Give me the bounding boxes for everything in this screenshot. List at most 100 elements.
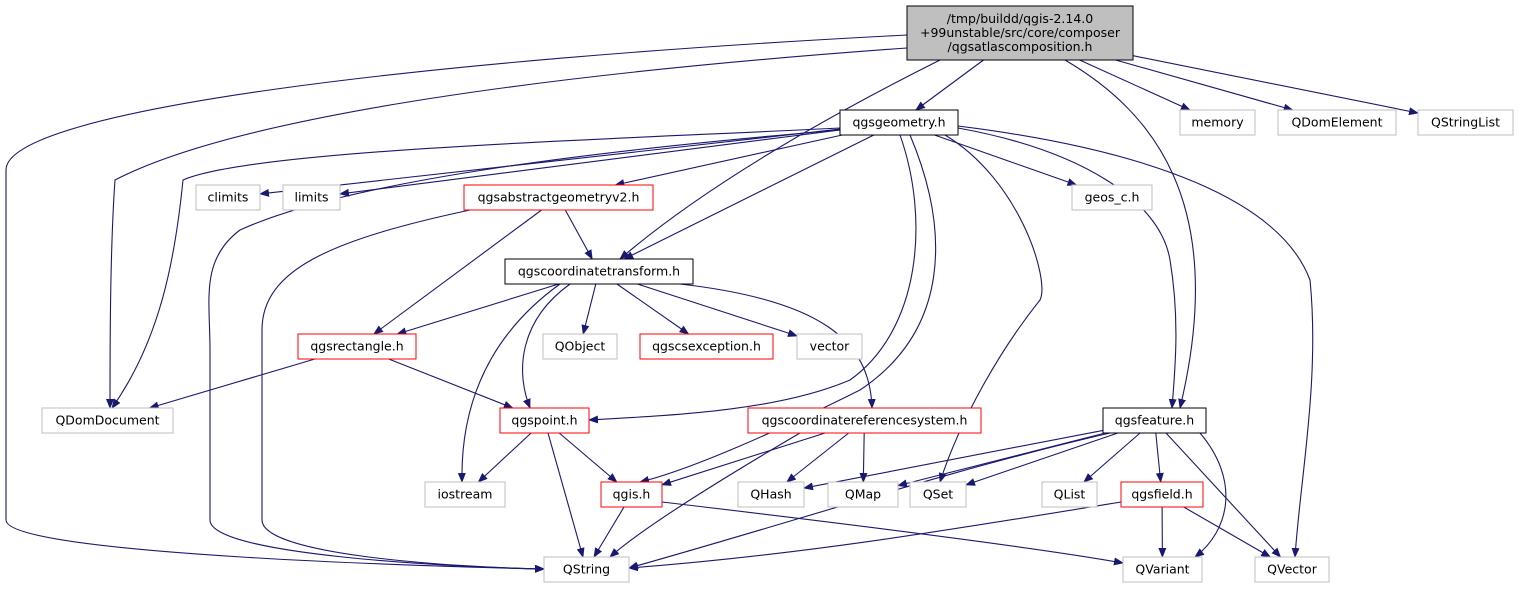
- edge-qgscoordinatereferencesystem-to-qstring: [609, 432, 801, 558]
- edge-qgscoordinatetransform-to-qobject: [581, 283, 597, 335]
- node-qlist-label: QList: [1054, 487, 1086, 502]
- node-qstring-label: QString: [563, 562, 610, 577]
- edge-qgsfield-to-qstring: [628, 501, 1122, 572]
- node-limits: limits: [282, 184, 341, 211]
- node-qdomelement: QDomElement: [1277, 109, 1397, 136]
- edges-layer: [5, 34, 1419, 573]
- edge-qgsfeature-to-qmap: [897, 432, 1106, 488]
- edge-qgsfeature-to-qgsfield: [1155, 432, 1164, 483]
- edge-qgsabstractgeometryv2-to-qstring: [261, 209, 545, 573]
- node-root[interactable]: /tmp/buildd/qgis-2.14.0+99unstable/src/c…: [906, 5, 1134, 61]
- edge-qgscoordinatetransform-to-qgsrectangle: [396, 283, 559, 336]
- node-qset: QSet: [909, 481, 967, 508]
- node-qvector-label: QVector: [1267, 562, 1318, 577]
- edge-qgsgeometry-to-qgsfeature: [957, 127, 1177, 409]
- node-qstring: QString: [543, 556, 630, 583]
- edge-qgspoint-to-qstring: [547, 432, 585, 558]
- edge-qgsgeometry-to-qgspoint: [588, 134, 917, 424]
- edge-qgsabstractgeometryv2-to-qgscoordinatetransform: [564, 209, 593, 260]
- node-qset-label: QSet: [923, 487, 953, 502]
- node-vector: vector: [796, 333, 863, 360]
- node-qgis-box: [600, 481, 663, 508]
- node-qvector-box: [1254, 556, 1330, 583]
- edge-qgsgeometry-to-climits: [259, 128, 841, 197]
- node-qgscoordinatetransform[interactable]: qgscoordinatetransform.h: [504, 258, 694, 285]
- node-qset-box: [909, 481, 967, 508]
- edge-qgscoordinatetransform-to-vector: [637, 283, 798, 337]
- node-qgsfeature-box: [1102, 407, 1207, 434]
- edge-qgsfeature-to-qvector: [1165, 432, 1282, 558]
- node-climits-label: climits: [208, 190, 249, 205]
- node-qobject-box: [542, 333, 618, 360]
- node-qgsfeature-label: qgsfeature.h: [1115, 413, 1194, 428]
- node-climits-box: [195, 184, 261, 211]
- node-limits-box: [282, 184, 341, 211]
- node-qgscoordinatetransform-box: [504, 258, 694, 285]
- node-qdomdocument-label: QDomDocument: [55, 413, 159, 428]
- edge-qgsgeometry-to-qdomdocument: [111, 127, 841, 409]
- node-qstringlist: QStringList: [1417, 109, 1514, 136]
- node-qdomdocument: QDomDocument: [41, 407, 174, 434]
- edge-root-to-qstring: [5, 34, 908, 573]
- edge-qgsabstractgeometryv2-to-qgsrectangle: [373, 209, 542, 335]
- node-qgspoint[interactable]: qgspoint.h: [499, 407, 590, 434]
- node-iostream-box: [424, 481, 506, 508]
- node-qgsrectangle-label: qgsrectangle.h: [310, 339, 403, 354]
- node-qstringlist-box: [1417, 109, 1514, 136]
- node-qgis-label: qgis.h: [613, 487, 651, 502]
- node-qhash-box: [737, 481, 805, 508]
- node-root-label: +99unstable/src/core/composer: [920, 25, 1121, 40]
- node-qvariant-label: QVariant: [1135, 562, 1189, 577]
- node-qgscsexception-label: qgscsexception.h: [652, 339, 761, 354]
- edge-root-to-qdomelement: [1115, 59, 1294, 112]
- node-qstringlist-label: QStringList: [1431, 115, 1500, 130]
- node-qgsrectangle[interactable]: qgsrectangle.h: [297, 333, 417, 360]
- node-qhash-label: QHash: [750, 487, 791, 502]
- node-qobject-label: QObject: [555, 339, 606, 354]
- node-memory: memory: [1179, 109, 1256, 136]
- node-qgis[interactable]: qgis.h: [600, 481, 663, 508]
- node-qgscoordinatereferencesystem-label: qgscoordinatereferencesystem.h: [762, 413, 968, 428]
- edge-root-to-memory: [1079, 59, 1191, 111]
- node-qgsfeature[interactable]: qgsfeature.h: [1102, 407, 1207, 434]
- node-qgsfield-box: [1120, 481, 1204, 508]
- node-qgsgeometry[interactable]: qgsgeometry.h: [839, 109, 959, 136]
- node-qvariant: QVariant: [1122, 556, 1203, 583]
- node-qgsfield[interactable]: qgsfield.h: [1120, 481, 1204, 508]
- node-root-box: [906, 5, 1134, 61]
- node-qgsabstractgeometryv2[interactable]: qgsabstractgeometryv2.h: [463, 184, 654, 211]
- node-qstring-box: [543, 556, 630, 583]
- edge-qgscoordinatetransform-to-qgspoint: [522, 283, 571, 409]
- edge-root-to-qgsfeature: [1064, 59, 1196, 409]
- node-limits-label: limits: [294, 190, 328, 205]
- node-qmap-label: QMap: [845, 487, 881, 502]
- node-iostream-label: iostream: [438, 487, 493, 502]
- edge-qgscoordinatetransform-to-qgscoordinatereferencesystem: [679, 283, 876, 409]
- edge-qgscoordinatereferencesystem-to-qhash: [786, 432, 850, 483]
- edge-qgsfeature-to-qset: [965, 432, 1119, 486]
- node-qgsabstractgeometryv2-box: [463, 184, 654, 211]
- node-qlist-box: [1041, 481, 1098, 508]
- node-qgscoordinatetransform-label: qgscoordinatetransform.h: [518, 264, 680, 279]
- node-geos_c-label: geos_c.h: [1085, 190, 1140, 205]
- edge-root-to-qstringlist: [1132, 55, 1419, 116]
- edge-qgsgeometry-to-qgscoordinatetransform: [623, 134, 875, 260]
- edge-qgsrectangle-to-qdomdocument: [148, 358, 316, 410]
- node-qgscsexception[interactable]: qgscsexception.h: [639, 333, 774, 360]
- edge-root-to-qgscoordinatetransform: [619, 59, 941, 260]
- node-geos_c-box: [1071, 184, 1153, 211]
- edge-qgsgeometry-to-qgsabstractgeometryv2: [614, 134, 843, 187]
- edge-qgsfeature-to-qlist: [1083, 432, 1141, 483]
- edge-qgscoordinatereferencesystem-to-qmap: [859, 432, 868, 483]
- node-qgsgeometry-label: qgsgeometry.h: [852, 115, 945, 130]
- node-qdomelement-label: QDomElement: [1291, 115, 1382, 130]
- node-qgscsexception-box: [639, 333, 774, 360]
- node-memory-label: memory: [1191, 115, 1244, 130]
- edge-qgsgeometry-to-qgis: [639, 134, 937, 484]
- node-qgsfield-label: qgsfield.h: [1131, 487, 1192, 502]
- node-qmap: QMap: [827, 481, 899, 508]
- node-qgscoordinatereferencesystem[interactable]: qgscoordinatereferencesystem.h: [747, 407, 982, 434]
- node-qgsgeometry-box: [839, 109, 959, 136]
- node-vector-label: vector: [810, 339, 851, 354]
- edge-qgsgeometry-to-qstring: [208, 129, 841, 573]
